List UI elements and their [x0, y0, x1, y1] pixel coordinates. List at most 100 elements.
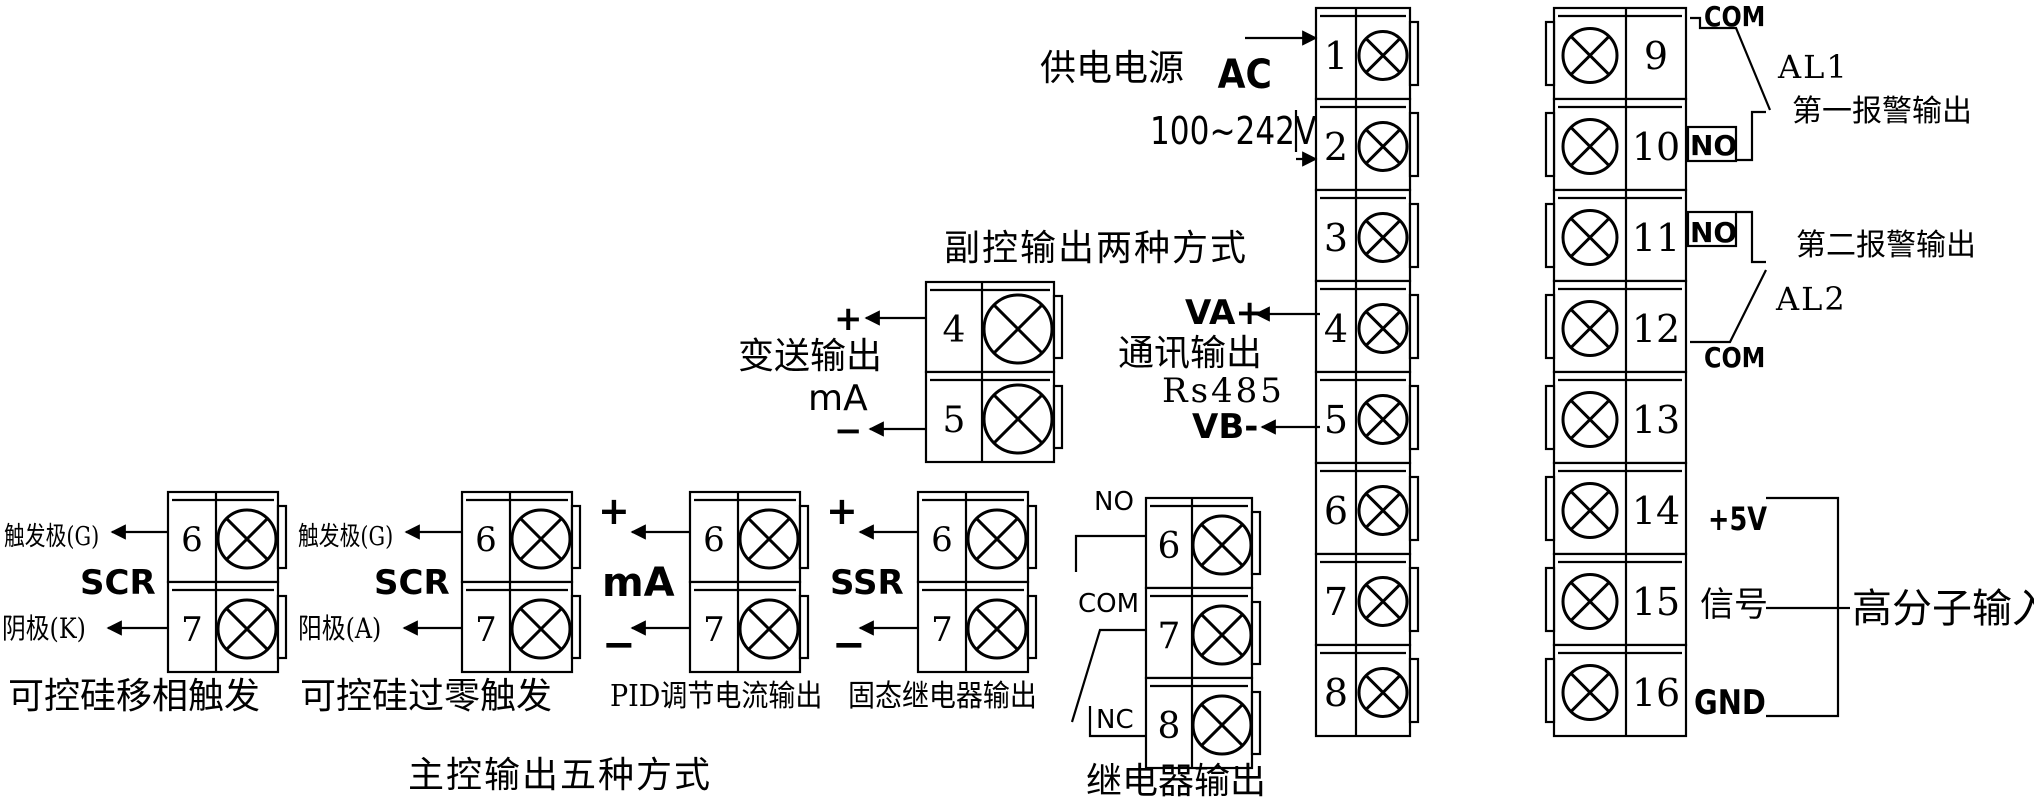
terminal-5: 5	[1314, 370, 1420, 465]
relay-nc-wire	[1088, 706, 1146, 738]
terminal-7: 7	[1314, 552, 1420, 647]
comm-protocol: Rs485	[1162, 371, 1285, 411]
terminal-14: 14	[1544, 461, 1688, 556]
al1-label: 第一报警输出	[1792, 94, 1972, 129]
aux-unit: mA	[808, 378, 868, 419]
terminal-number: 13	[1632, 398, 1680, 442]
terminal-number: 2	[1324, 125, 1348, 169]
scr-phase-scr: SCR	[80, 563, 156, 603]
main-output-title: 主控输出五种方式	[408, 755, 712, 796]
relay-terminal-block: 6 7 8	[1144, 496, 1262, 770]
terminal-6: 6	[1144, 496, 1262, 590]
terminal-number: 10	[1632, 125, 1680, 169]
terminal-number: 15	[1632, 580, 1680, 624]
relay-com-wire	[1070, 628, 1146, 723]
al2-no-frame	[1686, 210, 1738, 248]
pid-current-terminal-block: 67	[688, 490, 810, 674]
alarm-wiring: COM NO AL1 第一报警输出 NO 第二报警输出 AL2 COM	[1686, 1, 1976, 375]
polymer-plus5v: +5V	[1708, 500, 1768, 538]
ssr-plus: +	[826, 489, 858, 533]
terminal-6: 6	[1314, 461, 1420, 556]
al2-com-wire	[1690, 269, 1767, 344]
terminal-13: 13	[1544, 370, 1688, 465]
relay-nc-label: NC	[1096, 705, 1134, 735]
aux-title: 副控输出两种方式	[944, 228, 1248, 269]
terminal-3: 3	[1314, 188, 1420, 283]
terminal-number: 1	[1324, 34, 1348, 78]
terminal-number: 4	[943, 310, 966, 351]
scr-phase-terminal-block: 67	[166, 490, 288, 674]
terminal-7: 7	[688, 580, 810, 674]
aux-minus: −	[834, 411, 863, 451]
terminal-16: 16	[1544, 643, 1688, 738]
comm-output-group: 通讯输出 Rs485 VA+ VB-	[1118, 293, 1320, 447]
scr-zero-anode: 阳极(A)	[298, 613, 381, 645]
terminal-number: 6	[181, 520, 203, 560]
terminal-9: 9	[1544, 6, 1688, 101]
power-label: 供电电源	[1040, 48, 1184, 89]
terminal-10: 10	[1544, 97, 1688, 192]
power-voltage-label: 100~242V	[1150, 110, 1317, 154]
scr-phase-cathode: 阴极(K)	[2, 613, 86, 645]
terminal-6: 6	[166, 490, 288, 584]
power-ac-label: AC	[1218, 51, 1272, 97]
terminal-number: 6	[1158, 526, 1181, 567]
al1-no-label: NO	[1690, 129, 1737, 162]
terminal-number: 7	[475, 610, 497, 650]
terminal-column-9-16: 9 10 11 12 13 14 15 16	[1544, 6, 1688, 738]
terminal-number: 8	[1324, 671, 1348, 715]
aux-output-group: 副控输出两种方式 变送输出 mA + −	[738, 228, 1248, 451]
terminal-6: 6	[688, 490, 810, 584]
al2-no-label: NO	[1690, 216, 1737, 249]
polymer-label: 高分子输入	[1852, 586, 2034, 632]
terminal-number: 12	[1632, 307, 1680, 351]
terminal-number: 7	[181, 610, 203, 650]
relay-label: 继电器输出	[1086, 761, 1266, 802]
al1-no-frame	[1686, 125, 1738, 163]
scr-zero-label: 可控硅过零触发	[300, 676, 552, 717]
terminal-number: 6	[1324, 489, 1348, 533]
terminal-number: 6	[475, 520, 497, 560]
relay-com-label: COM	[1078, 589, 1139, 619]
terminal-11: 11	[1544, 188, 1688, 283]
terminal-7: 7	[1144, 586, 1262, 680]
terminal-5: 5	[924, 370, 1064, 464]
scr-zero-trigger: 触发极(G)	[298, 521, 393, 552]
terminal-8: 8	[1314, 643, 1420, 738]
terminal-number: 7	[1158, 616, 1181, 657]
terminal-number: 3	[1324, 216, 1348, 260]
comm-label: 通讯输出	[1118, 333, 1262, 374]
terminal-number: 5	[943, 400, 966, 441]
scr-phase-label: 可控硅移相触发	[8, 676, 260, 717]
aux-terminal-block: 45	[924, 280, 1064, 464]
aux-label: 变送输出	[738, 336, 882, 377]
scr-zero-terminal-block: 67	[460, 490, 582, 674]
terminal-15: 15	[1544, 552, 1688, 647]
terminal-number: 9	[1644, 34, 1668, 78]
terminal-12: 12	[1544, 279, 1688, 374]
pid-unit: mA	[602, 560, 675, 606]
al1-com-wire	[1690, 16, 1772, 111]
pid-label: PID调节电流输出	[610, 679, 822, 714]
terminal-number: 7	[931, 610, 953, 650]
pid-plus: +	[598, 489, 630, 533]
relay-no-wire	[1074, 534, 1146, 572]
polymer-gnd: GND	[1694, 684, 1766, 723]
main-output-group: 触发极(G) SCR 阴极(K) 可控硅移相触发 触发极(G) SCR 阳极(A…	[2, 489, 1037, 796]
ssr-terminal-block: 67	[916, 490, 1038, 674]
terminal-1: 1	[1314, 6, 1420, 101]
terminal-column-1-8: 1 2 3 45 6 7 8	[1314, 6, 1420, 738]
terminal-4: 4	[924, 280, 1064, 374]
al2-com-label: COM	[1704, 342, 1765, 374]
terminal-6: 6	[460, 490, 582, 584]
scr-zero-scr: SCR	[374, 563, 450, 603]
al1-name: AL1	[1777, 48, 1849, 86]
terminal-number: 14	[1632, 489, 1680, 533]
terminal-number: 8	[1158, 706, 1181, 747]
al2-label: 第二报警输出	[1796, 228, 1976, 263]
terminal-6: 6	[916, 490, 1038, 584]
terminal-7: 7	[166, 580, 288, 674]
relay-output-group: NO COM NC 继电器输出	[1070, 487, 1266, 802]
terminal-4: 4	[1314, 279, 1420, 374]
al2-name: AL2	[1775, 280, 1847, 318]
